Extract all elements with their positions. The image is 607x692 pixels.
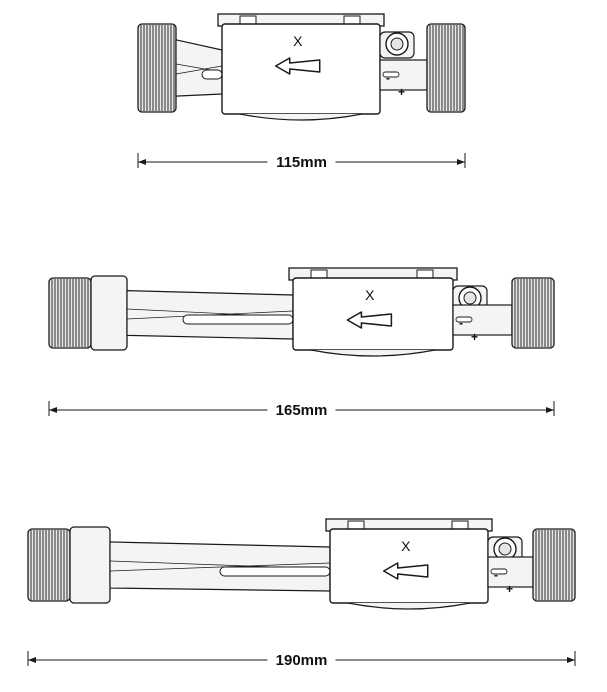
left-thread	[27, 528, 71, 602]
dimension-arrow-right	[546, 407, 554, 413]
dimension-line: 115mm	[137, 153, 466, 171]
left-collar	[69, 526, 111, 604]
minus-sign: -	[459, 316, 463, 330]
dimension-arrow-right	[457, 159, 465, 165]
minus-sign: -	[494, 568, 498, 582]
right-thread	[532, 528, 576, 602]
body-dome	[239, 113, 363, 121]
pipe-slot	[219, 566, 331, 577]
dimension-line: 190mm	[27, 651, 576, 669]
marking-x: X	[293, 33, 303, 49]
right-thread	[426, 23, 466, 113]
fitting-port-inner	[463, 291, 477, 305]
pipe-slot	[201, 69, 223, 80]
fitting-port-inner	[498, 542, 512, 556]
dimension-arrow-left	[49, 407, 57, 413]
body-dome	[310, 349, 436, 357]
plus-sign: +	[398, 85, 405, 99]
fitting-port-inner	[390, 37, 404, 51]
marking-x: X	[401, 538, 411, 554]
pipe-rib	[175, 65, 223, 75]
plus-sign: +	[506, 582, 513, 596]
flow-arrow-icon	[274, 57, 321, 75]
right-thread	[511, 277, 555, 349]
meter-m190: X -+190mm	[27, 518, 576, 669]
dimension-arrow-right	[567, 657, 575, 663]
body-dome	[347, 602, 471, 610]
inlet-pipe	[109, 541, 331, 592]
pipe-slot	[182, 314, 294, 325]
dimension-arrow-left	[138, 159, 146, 165]
sign-slot	[490, 568, 508, 575]
sign-slot	[382, 71, 400, 78]
left-collar	[90, 275, 128, 351]
dimension-arrow-left	[28, 657, 36, 663]
sign-slot	[455, 316, 473, 323]
flow-arrow-icon	[346, 311, 393, 329]
dimension-label: 190mm	[276, 652, 328, 669]
left-thread	[48, 277, 92, 349]
minus-sign: -	[386, 71, 390, 85]
pipe-rib	[109, 562, 331, 572]
meter-m165: X -+165mm	[48, 267, 555, 419]
meter-m115: X -+115mm	[137, 13, 466, 171]
dimension-label: 165mm	[276, 402, 328, 419]
dimension-line: 165mm	[48, 401, 555, 419]
left-thread	[137, 23, 177, 113]
flow-arrow-icon	[382, 562, 429, 580]
dimension-label: 115mm	[276, 154, 327, 171]
plus-sign: +	[471, 330, 478, 344]
marking-x: X	[365, 287, 375, 303]
